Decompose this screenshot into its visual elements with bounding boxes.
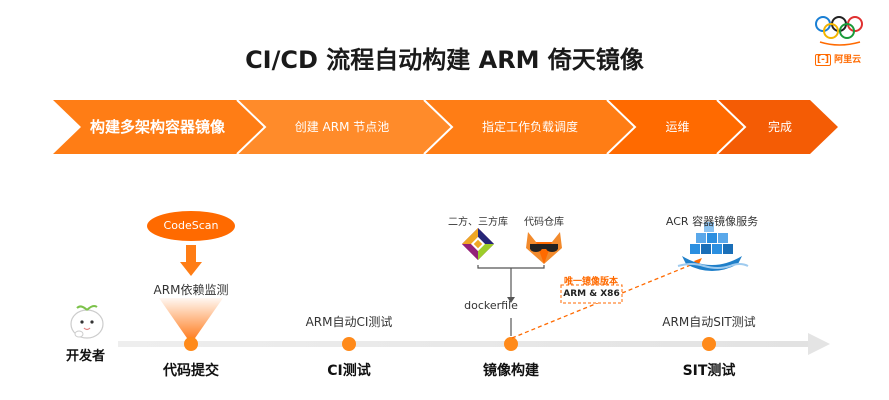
brand-icon: [-] <box>815 54 831 66</box>
chevron-label-3: 指定工作负载调度 <box>481 120 578 134</box>
stage-dot-build <box>504 337 518 351</box>
developer-avatar <box>70 305 104 339</box>
acr-container-icon <box>677 222 749 271</box>
stage-dot-sit <box>702 337 716 351</box>
stage-build-label: 镜像构建 <box>483 363 539 379</box>
dockerfile-label: dockerfile <box>464 299 518 312</box>
chevron-5 <box>717 100 838 154</box>
codescan-arrow-shaft <box>186 245 196 263</box>
chevron-label-4: 运维 <box>665 120 690 134</box>
timeline-arrowhead <box>808 333 830 355</box>
olympic-rings-logo <box>815 16 863 46</box>
image-note-box <box>560 284 623 304</box>
brand-name: [-] 阿里云 <box>815 52 862 66</box>
stage-dot-ci <box>342 337 356 351</box>
stage-ci-label: CI测试 <box>327 363 371 379</box>
detection-beam <box>159 298 223 341</box>
gitlab-fox-icon <box>526 232 562 264</box>
image-note-title: 唯一镜像版本 <box>563 277 618 287</box>
source-to-build-arrow <box>507 297 515 303</box>
image-note-arch: ARM & X86 <box>563 289 620 299</box>
sit-test-annotation: ARM自动SIT测试 <box>662 315 756 329</box>
chevron-label-5: 完成 <box>767 120 792 134</box>
source-connector <box>477 265 545 269</box>
chevron-2 <box>237 100 452 154</box>
page-title: CI/CD 流程自动构建 ARM 倚天镜像 <box>245 46 644 74</box>
chevron-1 <box>53 100 265 154</box>
stage-sit-label: SIT测试 <box>682 363 736 379</box>
dependency-check-label: ARM依赖监测 <box>153 283 229 297</box>
ci-test-annotation: ARM自动CI测试 <box>305 315 393 329</box>
chevron-3 <box>424 100 635 154</box>
chevron-label-2: 创建 ARM 节点池 <box>294 120 390 134</box>
brand-label: 阿里云 <box>834 55 862 65</box>
codescan-arrow-head <box>180 262 202 276</box>
timeline-bar <box>118 341 808 347</box>
libs-label: 二方、三方库 <box>448 217 508 228</box>
codescan-pill <box>147 211 235 241</box>
chevron-4 <box>607 100 745 154</box>
acr-label: ACR 容器镜像服务 <box>665 215 759 228</box>
stage-commit-label: 代码提交 <box>163 363 219 379</box>
stage-dot-commit <box>184 337 198 351</box>
repo-label: 代码仓库 <box>524 217 564 228</box>
chevron-label-1: 构建多架构容器镜像 <box>89 118 225 136</box>
centos-icon <box>462 228 494 260</box>
codescan-label: CodeScan <box>163 219 219 232</box>
developer-label: 开发者 <box>66 349 106 364</box>
